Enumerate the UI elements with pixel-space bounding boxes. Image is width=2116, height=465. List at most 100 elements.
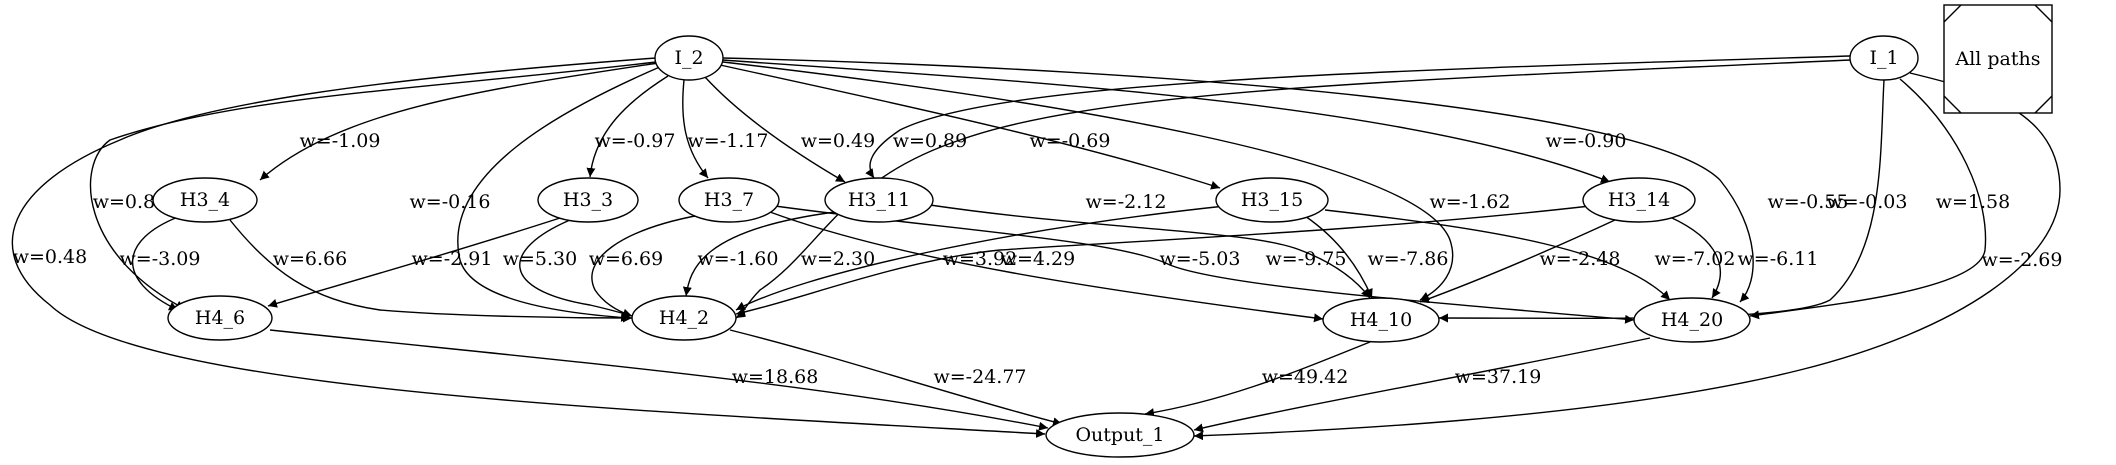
node-i_2: I_2 (654, 35, 724, 81)
edge-weight-label: w=3.92 (943, 248, 1018, 270)
edge-i_2-to-h4_20: w=-0.55 (722, 57, 1849, 303)
edge-i_2-to-h3_4: w=-1.09 (259, 62, 659, 181)
edge-i_2-to-h3_11: w=0.49 (704, 76, 876, 183)
node-ellipse (537, 177, 639, 223)
edge-h3_15-to-h4_10: w=-7.86 (1304, 215, 1449, 299)
edge-weight-label: w=-0.16 (410, 191, 491, 213)
edge-line (1193, 72, 2061, 441)
edge-line (1749, 78, 1987, 320)
node-h3_4: H3_4 (152, 177, 258, 223)
edge-weight-label: w=-6.11 (1738, 248, 1819, 270)
edge-i_2-to-h3_3: w=-0.97 (586, 75, 676, 178)
edge-h3_14-to-h4_20: w=-6.11 (1669, 216, 1819, 299)
edge-weight-label: w=18.68 (732, 366, 819, 388)
node-h3_15: H3_15 (1215, 177, 1329, 223)
edge-h4_20-to-output_1: w=37.19 (1193, 337, 1651, 433)
edge-line (682, 211, 836, 297)
edge-weight-label: w=-2.48 (1540, 248, 1621, 270)
node-ellipse (1322, 297, 1440, 343)
node-ellipse (824, 177, 934, 223)
edge-weight-label: w=-7.86 (1368, 248, 1449, 270)
edge-i_2-to-h4_10: w=-1.62 (722, 61, 1510, 301)
edge-h4_2-to-output_1: w=-24.77 (729, 329, 1063, 427)
edge-i_1-to-h4_10: w=-0.03 (1438, 79, 1907, 323)
node-label: H3_3 (563, 189, 613, 211)
edge-weight-label: w=6.66 (273, 248, 348, 270)
edge-i_1-to-h4_2: w=-2.12 (735, 59, 1852, 319)
edge-h3_14-to-h4_10: w=-2.48 (1419, 219, 1621, 304)
edge-weight-label: w=0.85 (93, 191, 168, 213)
edge-line (1304, 215, 1373, 299)
edges-layer: w=-1.09 w=0.85 w=0.48 w=-0.16 w=-0.97 w=-1.17… (11, 55, 2062, 441)
edge-weight-label: w=-0.97 (595, 130, 676, 152)
edge-line (1669, 216, 1721, 299)
edge-weight-label: w=49.42 (1262, 366, 1349, 388)
edge-line (267, 217, 561, 308)
edge-weight-label: w=-1.09 (300, 130, 381, 152)
edge-i_1-to-h4_20: w=1.58 (1749, 78, 2010, 320)
edge-line (704, 76, 846, 183)
edge-line (1419, 219, 1616, 304)
node-h3_11: H3_11 (824, 177, 934, 223)
edge-weight-label: w=0.48 (13, 246, 88, 268)
edge-h4_10-to-output_1: w=49.42 (1144, 341, 1371, 417)
edge-line (586, 75, 669, 178)
node-label: H3_11 (848, 189, 910, 211)
node-label: H3_14 (1608, 189, 1670, 211)
edge-i_1-to-output_1: w=-2.69 (1193, 72, 2062, 441)
edge-weight-label: w=-9.75 (1266, 248, 1347, 270)
edge-line (131, 216, 179, 311)
node-ellipse (167, 295, 273, 341)
node-ellipse (1849, 35, 1919, 81)
edge-weight-label: w=2.30 (801, 248, 876, 270)
edge-weight-label: w=-1.17 (688, 130, 769, 152)
node-ellipse (1045, 412, 1195, 458)
edge-weight-label: w=4.29 (1001, 248, 1076, 270)
edge-h3_4-to-h4_2: w=6.66 (229, 219, 633, 323)
edge-line (682, 79, 709, 179)
edge-h3_14-to-h4_2: w=4.29 (735, 205, 1591, 317)
node-ellipse (678, 177, 780, 223)
edge-line (722, 61, 1454, 301)
edge-line (457, 65, 663, 322)
node-h3_3: H3_3 (537, 177, 639, 223)
edge-line (929, 204, 1371, 299)
node-h3_14: H3_14 (1582, 177, 1696, 223)
node-h4_10: H4_10 (1322, 297, 1440, 343)
edge-h3_4-to-h4_6: w=-3.09 (120, 216, 200, 311)
node-h4_2: H4_2 (631, 295, 737, 341)
edge-line (269, 329, 1049, 431)
edge-h3_11-to-h4_2: w=-1.60 (682, 211, 836, 297)
edge-line (735, 205, 1591, 317)
edge-weight-label: w=-24.77 (934, 366, 1027, 388)
edge-weight-label: w=-1.60 (698, 248, 779, 270)
node-ellipse (1582, 177, 1696, 223)
edge-weight-label: w=0.49 (801, 130, 876, 152)
edge-h3_7-to-h4_10: w=3.92 (769, 211, 1324, 323)
edge-line (519, 219, 633, 318)
node-i_1: I_1 (1849, 35, 1919, 81)
edge-weight-label: w=-0.69 (1030, 130, 1111, 152)
edge-i_2-to-h3_15: w=-0.69 (719, 64, 1221, 190)
node-label: H3_7 (704, 189, 754, 211)
edge-weight-label: w=-2.12 (1086, 191, 1167, 213)
edge-line (719, 64, 1221, 190)
edge-weight-label: w=-0.55 (1768, 191, 1849, 213)
edge-weight-label: w=6.69 (589, 248, 664, 270)
edge-i_1-to-h3_11: w=0.89 (865, 55, 1851, 179)
edge-i_2-to-h3_7: w=-1.17 (682, 79, 769, 179)
node-label: H4_6 (195, 307, 245, 329)
edge-line (735, 205, 1226, 311)
node-label: H4_10 (1350, 309, 1412, 331)
node-h3_7: H3_7 (678, 177, 780, 223)
edge-h3_3-to-h4_6: w=-2.91 (267, 217, 561, 308)
node-ellipse (631, 295, 737, 341)
node-output_1: Output_1 (1045, 412, 1195, 458)
node-label: I_1 (1869, 47, 1898, 69)
edge-line (735, 59, 1852, 319)
edge-line (865, 55, 1851, 179)
legend-label: All paths (1954, 48, 2040, 70)
edge-weight-label: w=-7.02 (1655, 248, 1736, 270)
node-h4_6: H4_6 (167, 295, 273, 341)
edge-line (774, 205, 1635, 324)
